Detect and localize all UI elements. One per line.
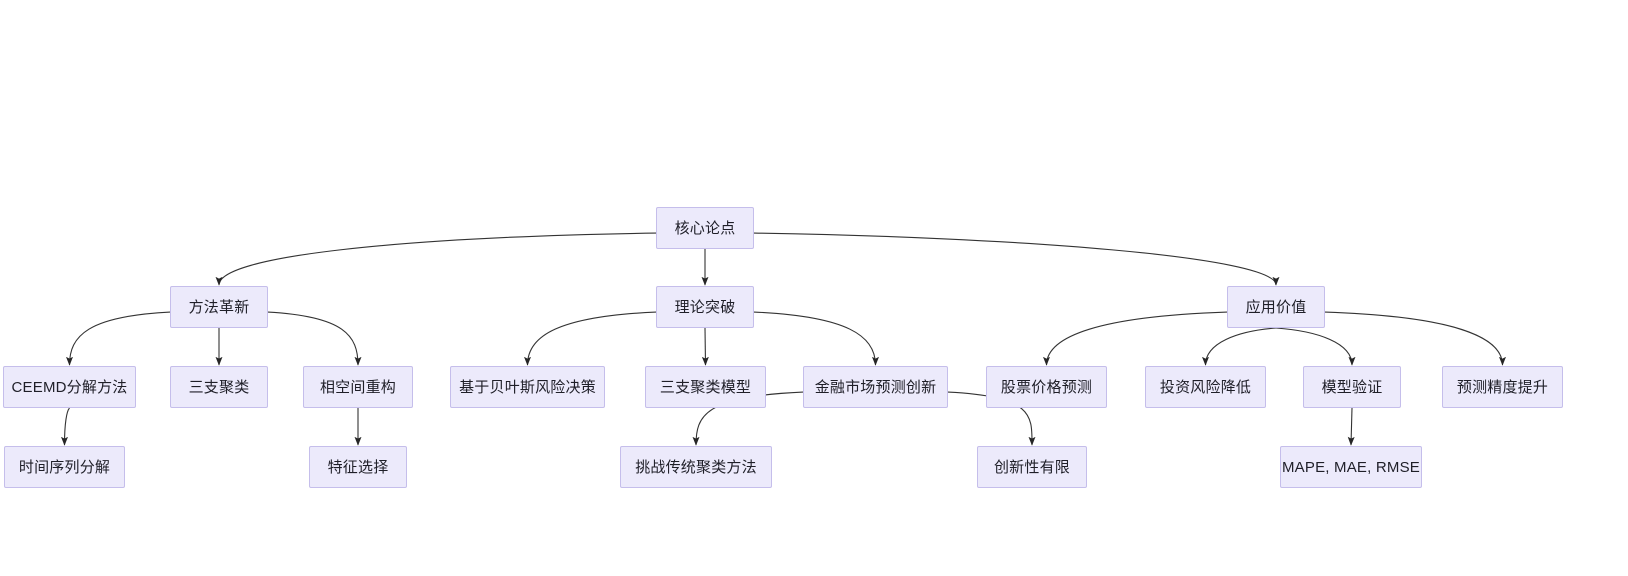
node-l3a[interactable]: 时间序列分解: [4, 446, 125, 488]
node-label: 创新性有限: [993, 458, 1070, 476]
edge-root-to-l1a: [215, 232, 657, 286]
node-l1b[interactable]: 理论突破: [656, 286, 754, 328]
edge-l1b-to-l2e: [701, 327, 709, 366]
node-label: 理论突破: [674, 298, 736, 316]
node-l2g[interactable]: 股票价格预测: [986, 366, 1107, 408]
node-l3c[interactable]: 挑战传统聚类方法: [620, 446, 772, 488]
edge-l1b-to-l2d: [524, 311, 657, 366]
node-l2j[interactable]: 预测精度提升: [1442, 366, 1563, 408]
node-label: 三支聚类: [188, 378, 250, 396]
node-l3e[interactable]: MAPE, MAE, RMSE: [1280, 446, 1422, 488]
edge-l1c-to-l2i: [1275, 327, 1356, 366]
node-l2i[interactable]: 模型验证: [1303, 366, 1401, 408]
node-l2b[interactable]: 三支聚类: [170, 366, 268, 408]
node-label: 应用价值: [1245, 298, 1307, 316]
node-label: 模型验证: [1321, 378, 1383, 396]
node-l2a[interactable]: CEEMD分解方法: [3, 366, 136, 408]
node-root[interactable]: 核心论点: [656, 207, 754, 249]
node-label: CEEMD分解方法: [11, 378, 128, 396]
node-label: 时间序列分解: [18, 458, 111, 476]
node-l3d[interactable]: 创新性有限: [977, 446, 1087, 488]
node-l2h[interactable]: 投资风险降低: [1145, 366, 1266, 408]
node-label: 核心论点: [674, 219, 736, 237]
node-l2c[interactable]: 相空间重构: [303, 366, 413, 408]
node-l2d[interactable]: 基于贝叶斯风险决策: [450, 366, 605, 408]
node-label: 预测精度提升: [1456, 378, 1549, 396]
edge-l1b-to-l2f: [753, 311, 879, 366]
edge-l2i-to-l3e: [1347, 407, 1355, 446]
node-label: 投资风险降低: [1159, 378, 1252, 396]
node-l2f[interactable]: 金融市场预测创新: [803, 366, 948, 408]
node-label: 特征选择: [327, 458, 389, 476]
node-label: MAPE, MAE, RMSE: [1281, 458, 1421, 476]
node-label: 挑战传统聚类方法: [635, 458, 757, 476]
node-l1c[interactable]: 应用价值: [1227, 286, 1325, 328]
node-label: 相空间重构: [319, 378, 396, 396]
node-label: 金融市场预测创新: [814, 378, 937, 396]
edge-root-to-l1c: [753, 232, 1280, 286]
edge-l1c-to-l2g: [1043, 311, 1228, 366]
node-label: 基于贝叶斯风险决策: [459, 378, 596, 396]
edge-l1c-to-l2h: [1202, 327, 1277, 366]
edge-l1c-to-l2j: [1324, 311, 1506, 366]
edge-l2a-to-l3a: [61, 407, 70, 446]
node-l1a[interactable]: 方法革新: [170, 286, 268, 328]
node-label: 方法革新: [188, 298, 250, 316]
edge-group: [61, 232, 1506, 446]
edge-l1a-to-l2a: [66, 311, 171, 366]
node-l3b[interactable]: 特征选择: [309, 446, 407, 488]
node-l2e[interactable]: 三支聚类模型: [645, 366, 766, 408]
node-label: 股票价格预测: [1000, 378, 1093, 396]
node-label: 三支聚类模型: [659, 378, 752, 396]
edge-l1a-to-l2c: [267, 311, 362, 366]
